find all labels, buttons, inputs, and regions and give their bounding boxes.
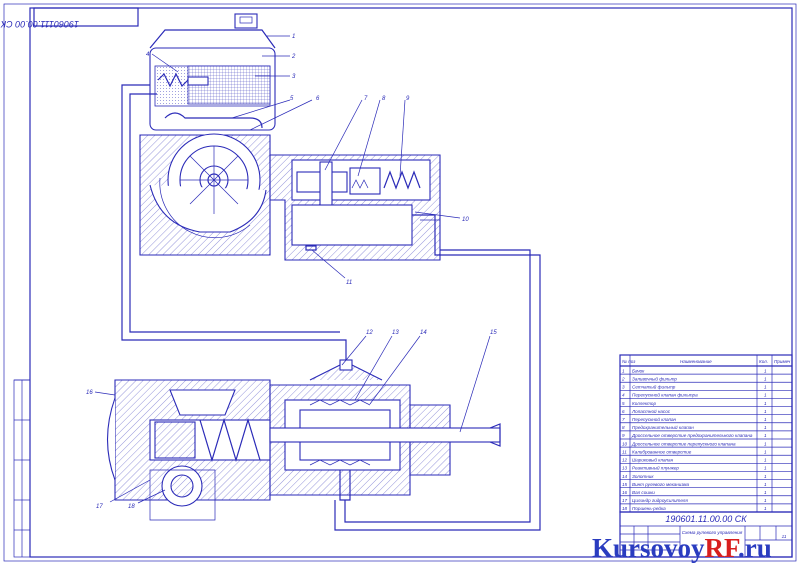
table-cell-name: Вал сошки	[632, 490, 655, 495]
table-cell-pos: 5	[622, 401, 625, 406]
table-cell-qty: 1	[764, 474, 767, 479]
table-cell-qty: 1	[764, 449, 767, 454]
table-cell-pos: 8	[622, 425, 625, 430]
table-cell-pos: 3	[622, 385, 625, 390]
label-12: 12	[366, 330, 373, 336]
table-cell-pos: 17	[622, 498, 628, 503]
title-code: 190601.11.00.00 СК	[665, 514, 747, 524]
label-2: 2	[291, 54, 296, 60]
label-5: 5	[290, 96, 294, 102]
table-cell-name: Перепускной клапан фильтра	[632, 392, 698, 398]
table-header-note: Примеч	[774, 359, 791, 364]
table-header-name: Наименование	[680, 359, 712, 364]
table-cell-name: Реактивный плунжер	[632, 465, 679, 471]
table-cell-qty: 1	[764, 506, 767, 511]
title-name: Схема рулевого управления	[682, 530, 743, 535]
label-10: 10	[462, 217, 469, 223]
table-header-pos: № поз	[622, 359, 636, 364]
table-cell-name: Калиброванное отверстие	[632, 449, 692, 454]
label-6: 6	[316, 96, 320, 102]
position-labels: 1 2 3 4 5 6 7 8 9 10 11 12 13 14 15 16 1…	[86, 34, 607, 510]
title-block: 190601.11.00.00 СК Схема рулевого управл…	[619, 511, 793, 558]
label-18: 18	[128, 504, 135, 510]
label-15: 15	[490, 330, 497, 336]
table-cell-name: Золотник	[632, 474, 654, 479]
label-19: 19	[600, 296, 607, 302]
table-cell-qty: 1	[764, 482, 767, 487]
oil-tank	[149, 13, 276, 131]
label-11: 11	[346, 280, 352, 286]
table-cell-name: Коллектор	[632, 401, 656, 406]
table-cell-pos: 7	[622, 417, 625, 422]
table-cell-pos: 13	[622, 466, 628, 471]
table-cell-pos: 10	[622, 441, 628, 446]
table-cell-pos: 9	[622, 433, 625, 438]
table-cell-qty: 1	[764, 385, 767, 390]
table-cell-name: Предохранительный клапан	[632, 424, 694, 430]
table-cell-name: Дроссельное отверстие перепускного клапа…	[631, 441, 736, 446]
table-cell-pos: 11	[622, 449, 627, 454]
label-8: 8	[382, 96, 386, 102]
label-3: 3	[292, 74, 296, 80]
table-cell-name: Заливочный фильтр	[632, 375, 677, 381]
leader-lines	[94, 35, 491, 504]
table-header-qty: Кол.	[759, 359, 768, 364]
table-cell-qty: 1	[764, 409, 767, 414]
label-1: 1	[292, 34, 295, 40]
label-4: 4	[146, 52, 150, 58]
drawing-code-stamp: 19060111.00.00 СК	[0, 7, 139, 29]
table-cell-pos: 4	[622, 393, 625, 398]
label-7: 7	[364, 96, 368, 102]
table-cell-name: Лопастной насос	[631, 408, 671, 414]
table-cell-pos: 16	[622, 490, 628, 495]
sheet-number: 11	[782, 534, 787, 539]
table-cell-qty: 1	[764, 425, 767, 430]
table-cell-pos: 1	[622, 368, 625, 373]
table-cell-qty: 1	[764, 368, 767, 373]
table-cell-qty: 1	[764, 417, 767, 422]
label-14: 14	[420, 330, 427, 336]
table-cell-pos: 6	[622, 409, 625, 414]
table-cell-qty: 1	[764, 466, 767, 471]
table-cell-qty: 1	[764, 433, 767, 438]
table-cell-pos: 18	[622, 506, 628, 511]
table-cell-name: Перепускной клапан	[632, 416, 677, 422]
svg-text:KursovoyRF.ru: KursovoyRF.ru	[592, 533, 772, 563]
label-17: 17	[96, 504, 103, 510]
table-cell-qty: 1	[764, 458, 767, 463]
table-cell-name: Цилиндр гидроусилителя	[632, 498, 688, 503]
table-cell-qty: 1	[764, 401, 767, 406]
table-cell-name: Поршень-рейка	[632, 505, 666, 511]
table-cell-pos: 15	[622, 482, 628, 487]
label-16: 16	[86, 390, 93, 396]
label-9: 9	[406, 96, 410, 102]
table-cell-qty: 1	[764, 490, 767, 495]
table-cell-qty: 1	[764, 441, 767, 446]
table-cell-qty: 1	[764, 393, 767, 398]
watermark-logo: KursovoyRF.ru	[592, 533, 772, 563]
table-cell-name: Бачок	[632, 368, 645, 373]
table-cell-name: Сетчатый фильтр	[632, 384, 676, 390]
table-cell-name: Винт рулевого механизма	[632, 482, 690, 487]
label-13: 13	[392, 330, 399, 336]
vane-pump	[139, 133, 271, 256]
valve-block	[269, 154, 441, 261]
steering-gear	[106, 359, 501, 521]
table-cell-qty: 1	[764, 498, 767, 503]
sheet-frame	[3, 3, 797, 562]
table-cell-name: Дроссельное отверстие предохранительного…	[631, 433, 753, 438]
stamp-code-text: 19060111.00.00 СК	[0, 19, 79, 29]
table-cell-name: Шариковый клапан	[632, 457, 674, 463]
table-cell-qty: 1	[764, 376, 767, 381]
table-cell-pos: 12	[622, 458, 628, 463]
table-cell-pos: 14	[622, 474, 628, 479]
table-cell-pos: 2	[621, 376, 625, 381]
